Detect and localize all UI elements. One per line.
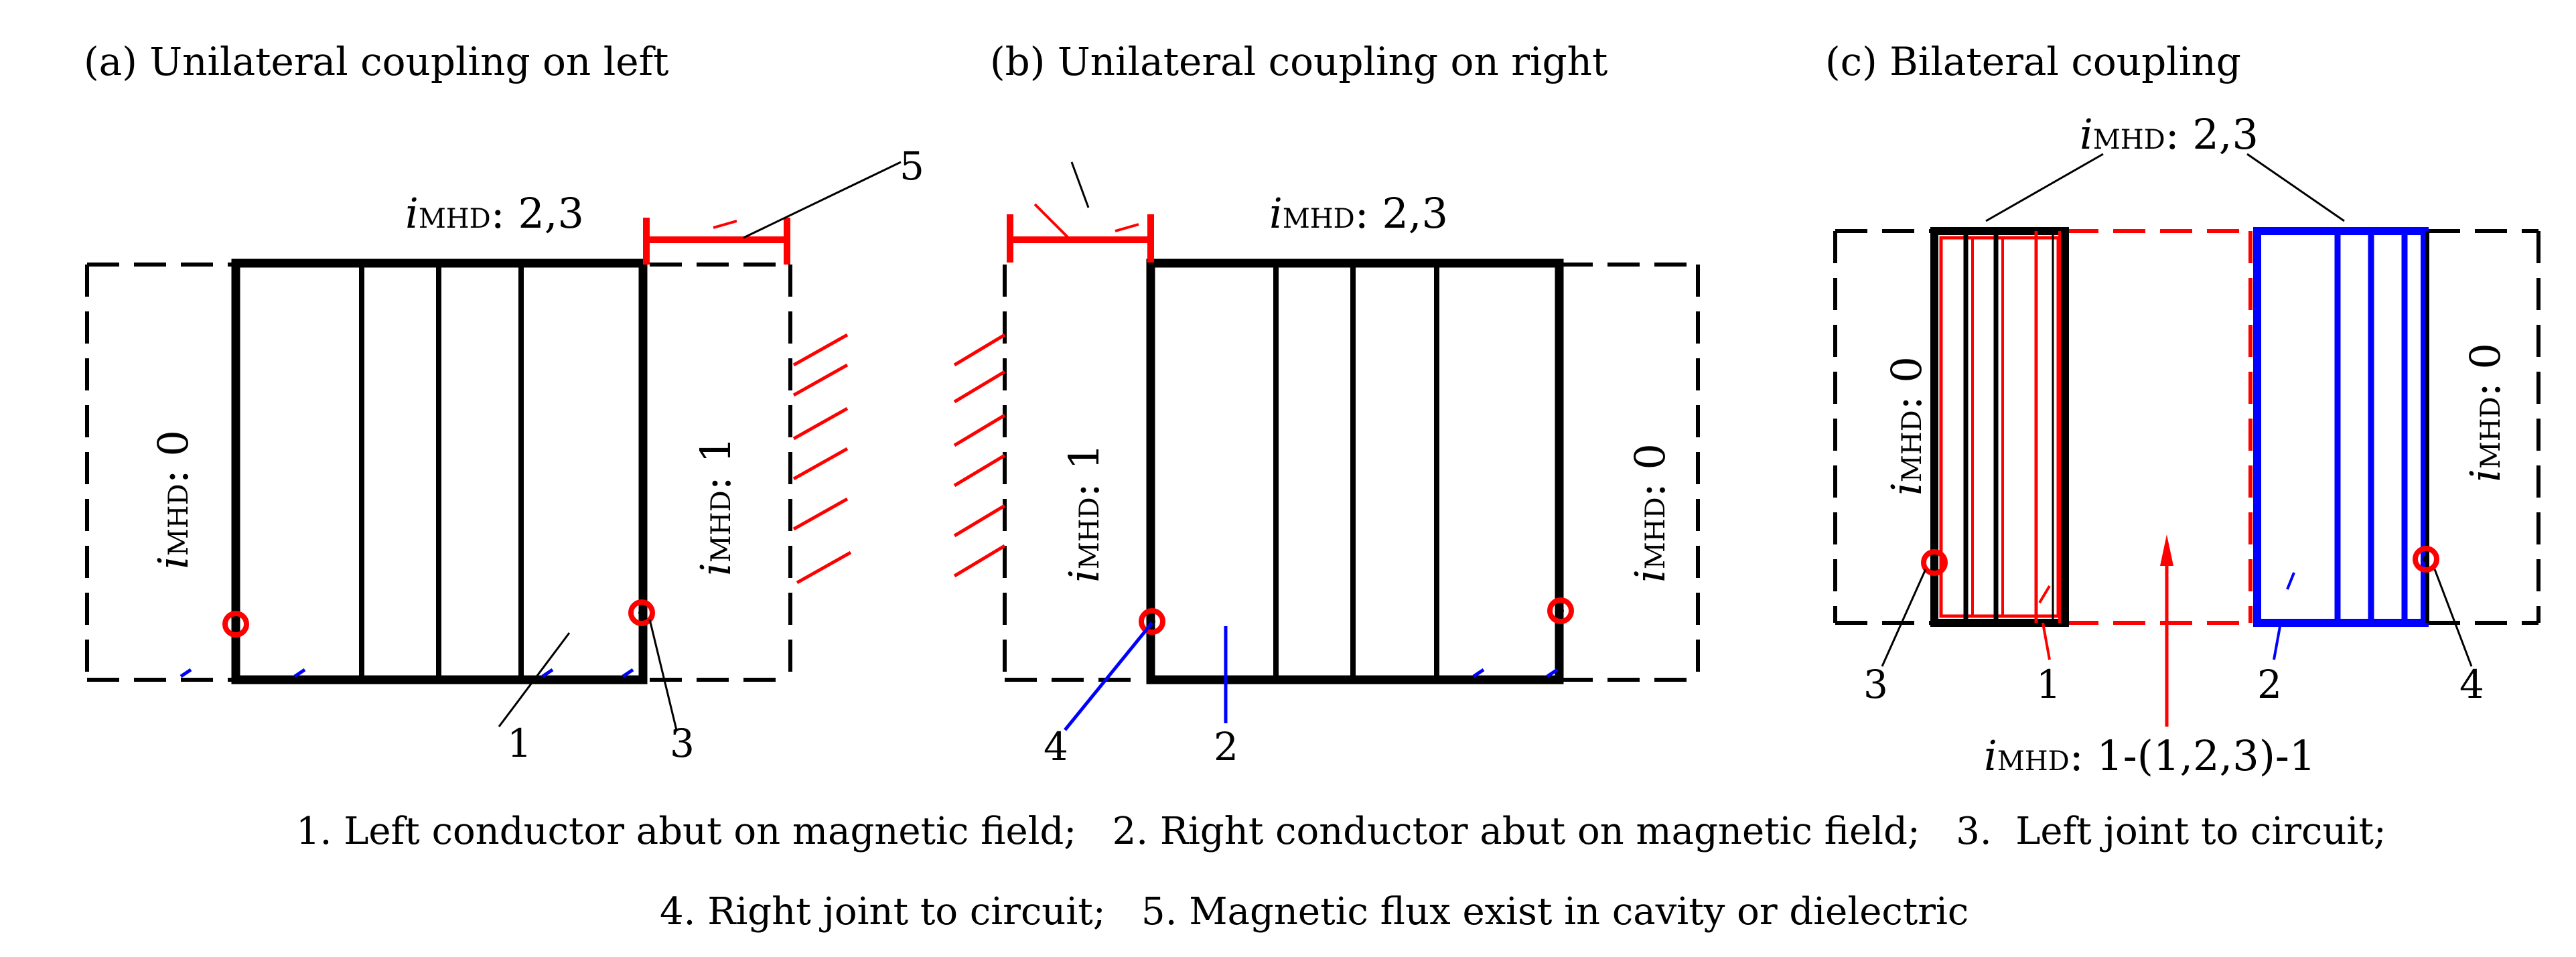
callout-3-a: 3 [670,721,695,766]
panel-b: 4 2 iMHD: 2,3 iMHD: 1 iMHD: 0 [953,161,1700,769]
mark-1-c [2038,585,2051,660]
joint-right-b [1547,597,1574,624]
conductor-a [231,259,648,684]
callout-1-a: 1 [507,721,532,766]
flux-hatching-b [953,333,1006,578]
current-label-b-right: iMHD: 0 [1626,443,1674,583]
joint-right-a [628,599,655,626]
conductor-b [1146,259,1564,684]
current-label-c-right: iMHD: 0 [2461,343,2510,482]
callout-2-c: 2 [2257,662,2282,707]
current-label-c-bottom: iMHD: 1-(1,2,3)-1 [1984,731,2315,780]
dashed-boundary-b [1003,263,1700,682]
flux-arrow-c [2160,534,2173,727]
callout-4-b: 4 [1044,724,1068,769]
joint-left-c [1921,549,1948,576]
current-label-a-right: iMHD: 1 [691,437,740,576]
joint-right-c [2413,546,2439,573]
blue-marks-b [1064,621,1559,731]
current-label-c-top: iMHD: 2,3 [2080,110,2259,159]
current-label-b-top: iMHD: 2,3 [1269,189,1448,238]
dashed-boundary-a [85,263,792,682]
caption-a: (a) Unilateral coupling on left [84,39,668,84]
leader-5-b [1070,161,1090,208]
dashed-boundary-c [1833,229,2541,625]
left-conductor-c [1930,227,2069,627]
leaders-c [1881,153,2473,667]
callout-4-c: 4 [2459,662,2484,707]
panel-a: 1 3 iMHD: 2,3 iMHD: 0 iMHD: 1 [85,161,902,766]
current-label-c-left: iMHD: 0 [1882,356,1931,496]
current-label-b-left: iMHD: 1 [1060,443,1108,583]
flux-bar-b [1007,203,1154,263]
leaders-a [498,161,902,731]
blue-marks-a [180,668,634,678]
legend-line-2: 4. Right joint to circuit; 5. Magnetic f… [660,890,1969,934]
caption-c: (c) Bilateral coupling [1825,39,2241,84]
flux-bar-a [643,218,790,265]
callout-3-c: 3 [1863,662,1888,707]
current-label-a-top: iMHD: 2,3 [405,189,584,238]
joint-left-a [222,611,249,638]
legend-line-1: 1. Left conductor abut on magnetic field… [296,810,2386,853]
right-conductor-c [2253,227,2429,627]
callout-2-b: 2 [1214,724,1238,769]
callout-5: 5 [900,143,924,189]
mark-2-c [2273,572,2295,660]
current-label-a-left: iMHD: 0 [149,430,198,569]
panel-c: 3 1 2 4 iMHD: 2,3 iMHD: 0 iMHD: 0 iMHD: … [1833,110,2541,780]
flux-hatching-a [792,333,852,585]
caption-b: (b) Unilateral coupling on right [990,39,1607,84]
flux-region-c [2066,229,2257,625]
callout-1-c: 1 [2036,662,2061,707]
